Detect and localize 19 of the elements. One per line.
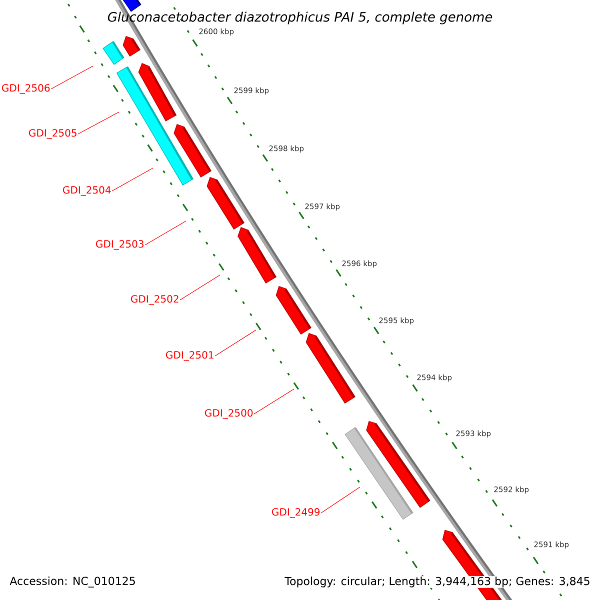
leader-line bbox=[144, 220, 186, 246]
leader-line bbox=[50, 66, 94, 90]
gene-label: GDI_2506 bbox=[2, 84, 50, 94]
accession-text: Accession: NC_010125 bbox=[10, 576, 135, 588]
leader-line bbox=[180, 274, 220, 300]
leader-line bbox=[78, 112, 120, 134]
gene-label: GDI_2499 bbox=[272, 508, 320, 518]
leader-line bbox=[254, 388, 294, 414]
gene-label: GDI_2505 bbox=[29, 129, 76, 139]
gene-label: GDI_2503 bbox=[96, 240, 144, 250]
leader-line bbox=[320, 486, 360, 514]
gene-label: GDI_2502 bbox=[131, 295, 178, 305]
title: Gluconacetobacter diazotrophicus PAI 5, complete genome bbox=[108, 12, 492, 24]
leader-line bbox=[214, 330, 256, 356]
gene-label: GDI_2504 bbox=[63, 186, 111, 196]
leader-line bbox=[112, 168, 154, 192]
gene-label: GDI_2501 bbox=[166, 351, 214, 361]
genome-info-text: Topology: circular; Length: 3,944,163 bp; Genes: 3,845 bbox=[284, 576, 591, 588]
gene-label: GDI_2500 bbox=[205, 409, 253, 419]
